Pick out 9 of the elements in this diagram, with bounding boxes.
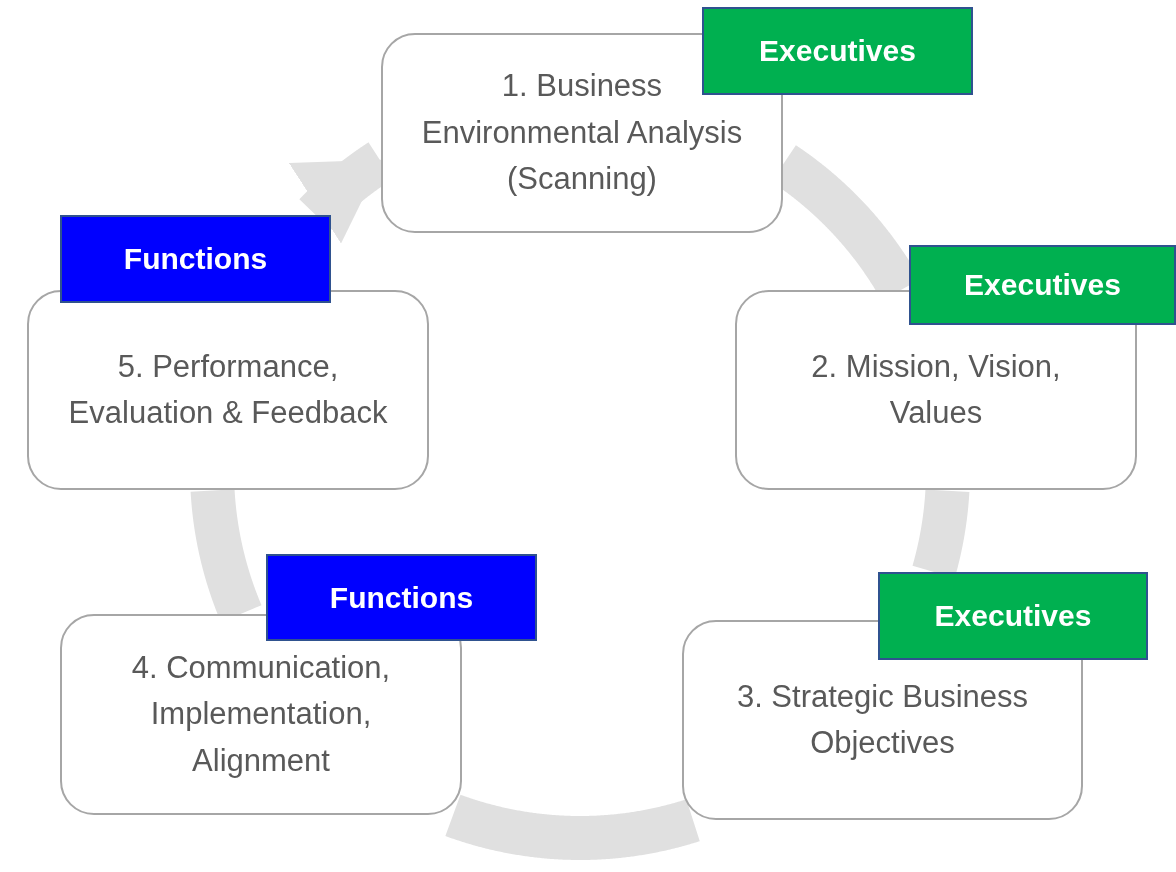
role-tag: Executives: [909, 245, 1176, 325]
step-text: 4. Communication, Implementation, Alignment: [130, 648, 392, 780]
role-tag: Executives: [702, 7, 973, 95]
role-tag: Functions: [266, 554, 537, 641]
role-tag: Functions: [60, 215, 331, 303]
step-text: 2. Mission, Vision, Values: [810, 347, 1062, 432]
step-text: 5. Performance, Evaluation & Feedback: [67, 347, 389, 432]
role-tag: Executives: [878, 572, 1148, 660]
step-text: 3. Strategic Business Objectives: [735, 677, 1030, 762]
